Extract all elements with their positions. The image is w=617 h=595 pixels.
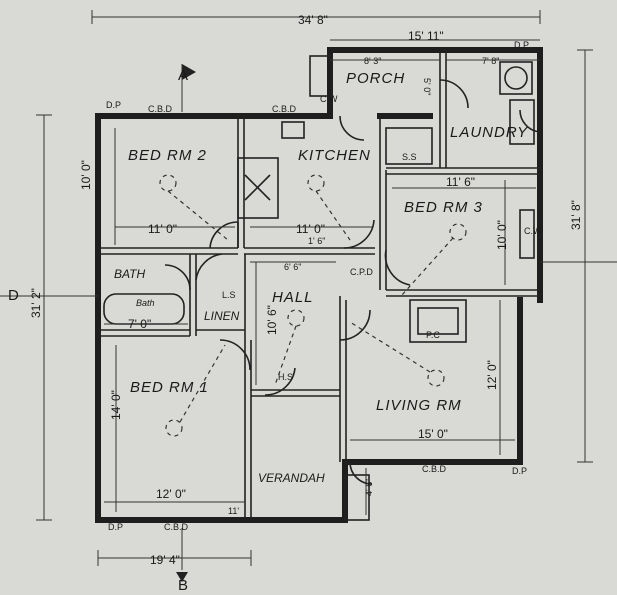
dim-overall-top: 34' 8" [298, 13, 328, 27]
dim-living-height: 12' 0" [485, 360, 499, 390]
dim-bed3-width: 11' 6" [446, 175, 475, 189]
stove-block [237, 157, 279, 219]
marker-linen-small: L.S [222, 290, 236, 300]
section-marker-a: A [178, 67, 189, 84]
marker-cpd: C.P.D [350, 267, 373, 277]
dim-bed1-width: 12' 0" [156, 487, 186, 501]
marker-dp-4: D.P [514, 40, 529, 50]
marker-ss: S.S [402, 152, 417, 162]
room-label-bed-rm-1: BED RM 1 [130, 379, 209, 396]
marker-pc: P.C [426, 330, 440, 340]
marker-cbd-3: C.B.D [422, 464, 447, 474]
room-label-living-rm: LIVING RM [376, 397, 462, 414]
room-labels: BED RM 2 KITCHEN PORCH LAUNDRY BED RM 3 … [114, 70, 528, 485]
room-label-bath-small: Bath [136, 298, 155, 308]
marker-dp-2: D.P [512, 466, 527, 476]
laundry-tub [499, 61, 533, 95]
dim-hall-side: 10' 6" [265, 305, 279, 335]
dim-porch-c: 5' 0" [422, 78, 432, 95]
room-label-bed-rm-3: BED RM 3 [404, 199, 483, 216]
dimension-lines [0, 10, 617, 566]
dim-bed1-height: 14' 0" [109, 390, 123, 420]
marker-hall-small: H.S [278, 372, 293, 382]
dim-bed2-height: 10' 0" [79, 160, 93, 190]
dim-right-total: 31' 8" [569, 200, 583, 230]
dim-porch-a: 8' 3" [364, 56, 381, 66]
light-points [159, 174, 467, 437]
marker-d: D [8, 287, 20, 304]
dim-bottom-total: 19' 4" [150, 553, 180, 567]
marker-cw-1: C.W [320, 94, 338, 104]
exterior-walls [95, 47, 543, 523]
dim-living-width: 15' 0" [418, 427, 448, 441]
room-label-laundry: LAUNDRY [450, 124, 528, 141]
marker-cbd-4: C.B.D [164, 522, 189, 532]
room-label-kitchen: KITCHEN [298, 147, 371, 164]
door-swings [164, 79, 541, 485]
dim-porch-top: 15' 11" [408, 29, 444, 43]
room-label-hall: HALL [272, 289, 314, 306]
dim-bed2-width: 11' 0" [148, 222, 177, 236]
marker-cw-2: C.W [524, 226, 542, 236]
dim-kitchen-width: 11' 0" [296, 222, 325, 236]
room-label-bed-rm-2: BED RM 2 [128, 147, 207, 164]
section-markers [176, 64, 196, 582]
marker-dp-3: D.P [108, 522, 123, 532]
room-label-bath: BATH [114, 267, 145, 281]
dim-bed1-small: 11' [228, 506, 239, 516]
dim-hall-top: 6' 6" [284, 262, 301, 272]
dim-kitchen-small: 1' 6" [308, 236, 325, 246]
dim-porch-b: 7' 8" [482, 56, 499, 66]
annotation-markers: A B D C.B.D C.B.D C.B.D C.B.D D.P D.P D.… [8, 40, 542, 594]
dim-left-total: 31' 2" [29, 288, 43, 318]
dim-bath-width: 7' 0" [128, 317, 151, 331]
marker-cbd-1: C.B.D [148, 104, 173, 114]
section-marker-b: B [178, 577, 189, 594]
dim-verandah-width: 4' 6" [364, 479, 374, 496]
fireplace [409, 299, 467, 343]
dimension-labels: 34' 8" 15' 11" 8' 3" 7' 8" 5' 0" 10' 0" … [29, 13, 583, 567]
room-label-porch: PORCH [346, 70, 405, 87]
dim-bed3-height: 10' 0" [495, 220, 509, 250]
room-label-linen: LINEN [204, 309, 240, 323]
room-label-verandah: VERANDAH [258, 471, 325, 485]
marker-cbd-2: C.B.D [272, 104, 297, 114]
marker-dp-1: D.P [106, 100, 121, 110]
